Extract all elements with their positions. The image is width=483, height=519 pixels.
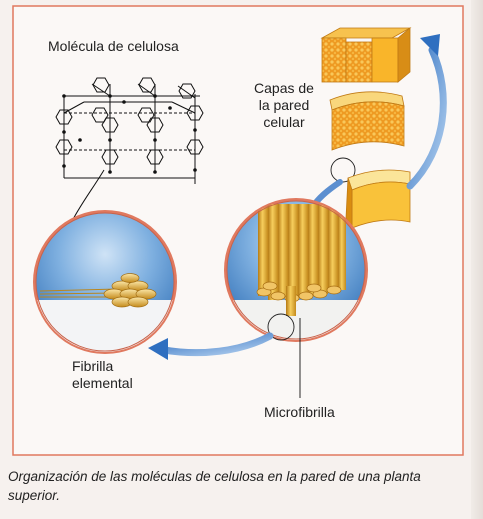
arrow-to-wall-layers xyxy=(406,46,447,190)
page-edge xyxy=(471,0,483,519)
arrow-to-elemental-fibril xyxy=(160,332,274,357)
arrow-head-up xyxy=(420,34,440,56)
cell-wall-block-bottom xyxy=(345,169,411,230)
molecule-label: Molécula de celulosa xyxy=(48,38,179,54)
microfibril-circle xyxy=(224,198,368,342)
cellulose-molecule-lattice xyxy=(55,77,204,184)
magnify-selector-bottom xyxy=(267,313,295,341)
elemental-fibril-label: Fibrilla elemental xyxy=(72,358,133,391)
cell-wall-block-middle xyxy=(329,91,405,151)
arrow-head-left xyxy=(148,338,168,360)
wall-layers-label: Capas de la pared celular xyxy=(254,80,314,130)
cell-wall-block-top xyxy=(320,27,412,83)
microfibril-label: Microfibrilla xyxy=(264,404,335,420)
figure-caption: Organización de las moléculas de celulos… xyxy=(8,469,421,503)
